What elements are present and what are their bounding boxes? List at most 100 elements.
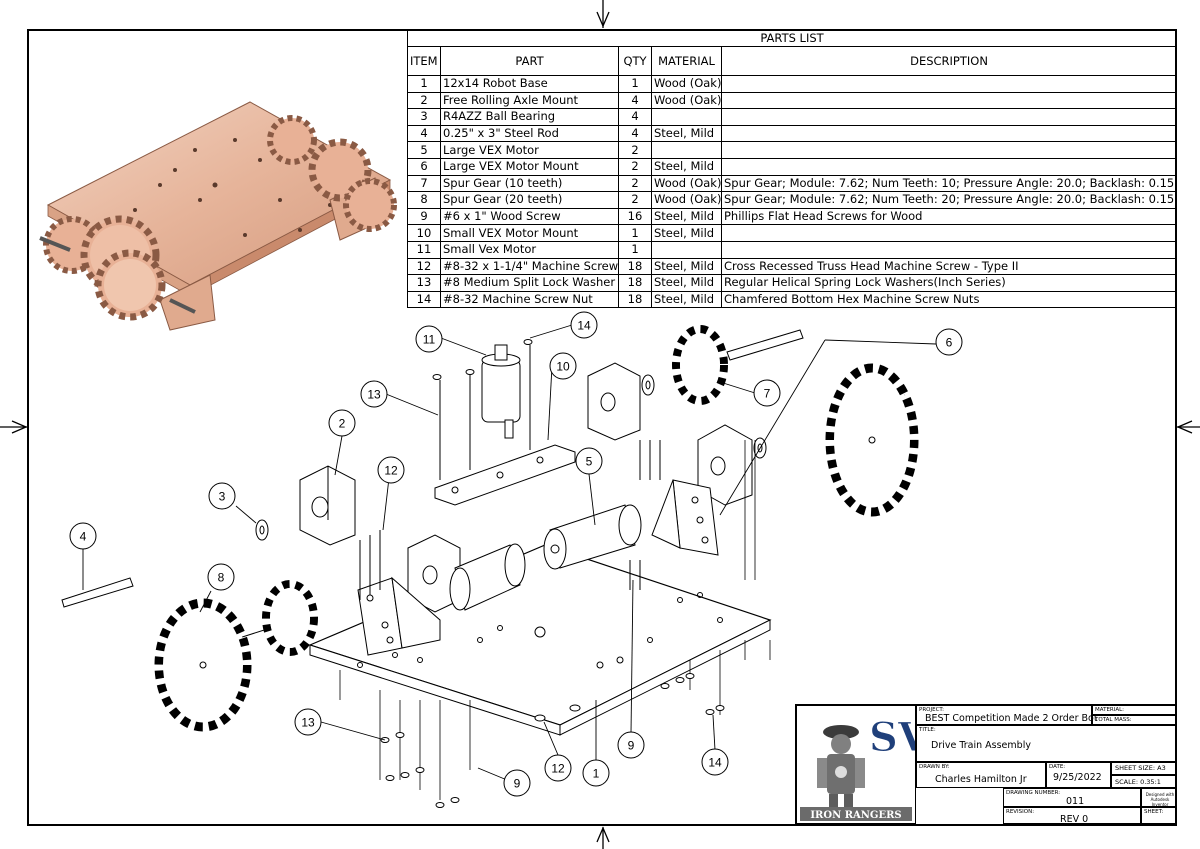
balloon: 11	[415, 325, 443, 353]
title-label: TITLE:	[919, 727, 936, 733]
balloon-label: 9	[628, 739, 635, 753]
cell-material: Wood (Oak)	[651, 75, 722, 93]
cell-material: Steel, Mild	[651, 290, 722, 309]
material-label: MATERIAL:	[1095, 707, 1125, 713]
gear-20-back	[825, 363, 919, 517]
balloon-label: 7	[764, 387, 771, 401]
scale-value: SCALE: 0.35:1	[1115, 778, 1161, 786]
balloon-label: 5	[586, 455, 593, 469]
gear-10-front	[262, 580, 318, 656]
cell-qty: 1	[618, 240, 652, 259]
revision-value: REV 0	[1060, 814, 1089, 825]
cell-material: Steel, Mild	[651, 224, 722, 242]
header-qty: QTY	[618, 46, 652, 76]
logo-monogram: SV	[869, 714, 915, 761]
cell-description	[720, 91, 1178, 110]
cell-qty: 18	[618, 257, 652, 276]
hardware-stacks	[339, 440, 771, 800]
drawn-by-value: Charles Hamilton Jr	[935, 774, 1027, 785]
designed-with-text: Designed with Autodesk Inventor	[1145, 792, 1175, 807]
cell-material: Steel, Mild	[651, 124, 722, 143]
cell-item: 12	[407, 257, 441, 276]
cell-part: 12x14 Robot Base	[440, 75, 619, 93]
cell-material: Steel, Mild	[651, 207, 722, 226]
cell-qty: 18	[618, 274, 652, 292]
cell-item: 4	[407, 124, 441, 143]
balloon-label: 13	[367, 388, 381, 402]
title-block: SV IRON RANGERS PROJECT: BEST Competitio…	[795, 704, 1177, 825]
header-part: PART	[440, 46, 619, 76]
sheet-cell: SHEET:	[1141, 807, 1177, 824]
balloon: 3	[208, 482, 236, 510]
sheet-label: SHEET:	[1144, 809, 1164, 815]
cell-material: Steel, Mild	[651, 274, 722, 292]
cell-part: #6 x 1" Wood Screw	[440, 207, 619, 226]
cell-description: Spur Gear; Module: 7.62; Num Teeth: 20; …	[720, 191, 1178, 209]
cell-item: 11	[407, 240, 441, 259]
cell-material: Steel, Mild	[651, 157, 722, 176]
drawing-number-label: DRAWING NUMBER:	[1006, 790, 1061, 796]
balloon-label: 13	[301, 716, 315, 730]
balloon: 14	[701, 748, 729, 776]
revision-cell: REVISION: REV 0	[1003, 807, 1141, 825]
cell-part: 0.25" x 3" Steel Rod	[440, 124, 619, 143]
parts-list-table: PARTS LIST ITEM # PART QTY MATERIAL DESC…	[406, 30, 1178, 309]
date-label: DATE:	[1049, 764, 1066, 770]
cell-item: 3	[407, 108, 441, 126]
balloon: 7	[753, 379, 781, 407]
cell-description	[720, 224, 1178, 242]
cell-part: #8-32 Machine Screw Nut	[440, 290, 619, 309]
project-label: PROJECT:	[919, 707, 945, 713]
cell-qty: 2	[618, 141, 652, 159]
gear-10-back	[672, 325, 728, 405]
cell-description	[720, 108, 1178, 126]
axle-mount-left	[299, 465, 356, 546]
cell-description	[720, 75, 1178, 93]
gear-20-front	[154, 598, 252, 732]
date-cell: DATE: 9/25/2022	[1046, 762, 1111, 788]
cell-item: 9	[407, 207, 441, 226]
balloon-label: 2	[339, 417, 346, 431]
cell-part: Spur Gear (20 teeth)	[440, 191, 619, 209]
large-motor-mount-right	[651, 479, 719, 556]
cell-material: Steel, Mild	[651, 257, 722, 276]
small-vex-motor	[481, 344, 521, 439]
cell-material	[651, 240, 722, 259]
right-arrow-icon	[1176, 420, 1200, 434]
balloon-label: 4	[80, 530, 87, 544]
balloon-label: 1	[593, 767, 600, 781]
cell-material: Wood (Oak)	[651, 174, 722, 193]
cell-qty: 2	[618, 191, 652, 209]
cell-description	[720, 141, 1178, 159]
cell-description: Chamfered Bottom Hex Machine Screw Nuts	[720, 290, 1178, 309]
cell-item: 5	[407, 141, 441, 159]
balloon-label: 14	[577, 319, 591, 333]
balloon-label: 10	[556, 360, 570, 374]
balloon: 12	[544, 754, 572, 782]
cell-item: 7	[407, 174, 441, 193]
cell-material	[651, 141, 722, 159]
balloon: 8	[207, 563, 235, 591]
steel-rod-front	[61, 577, 134, 608]
cell-qty: 16	[618, 207, 652, 226]
total-mass-cell: TOTAL MASS:	[1092, 715, 1177, 725]
cell-material: Wood (Oak)	[651, 91, 722, 110]
bearing-2	[641, 374, 655, 396]
balloon-label: 12	[551, 762, 565, 776]
cell-qty: 1	[618, 224, 652, 242]
left-arrow-icon	[0, 420, 28, 434]
cell-material: Wood (Oak)	[651, 191, 722, 209]
drawing-number-value: 011	[1066, 796, 1085, 807]
date-value: 9/25/2022	[1053, 772, 1102, 783]
nuts-and-washers	[380, 339, 725, 808]
top-arrow-icon	[596, 0, 610, 28]
